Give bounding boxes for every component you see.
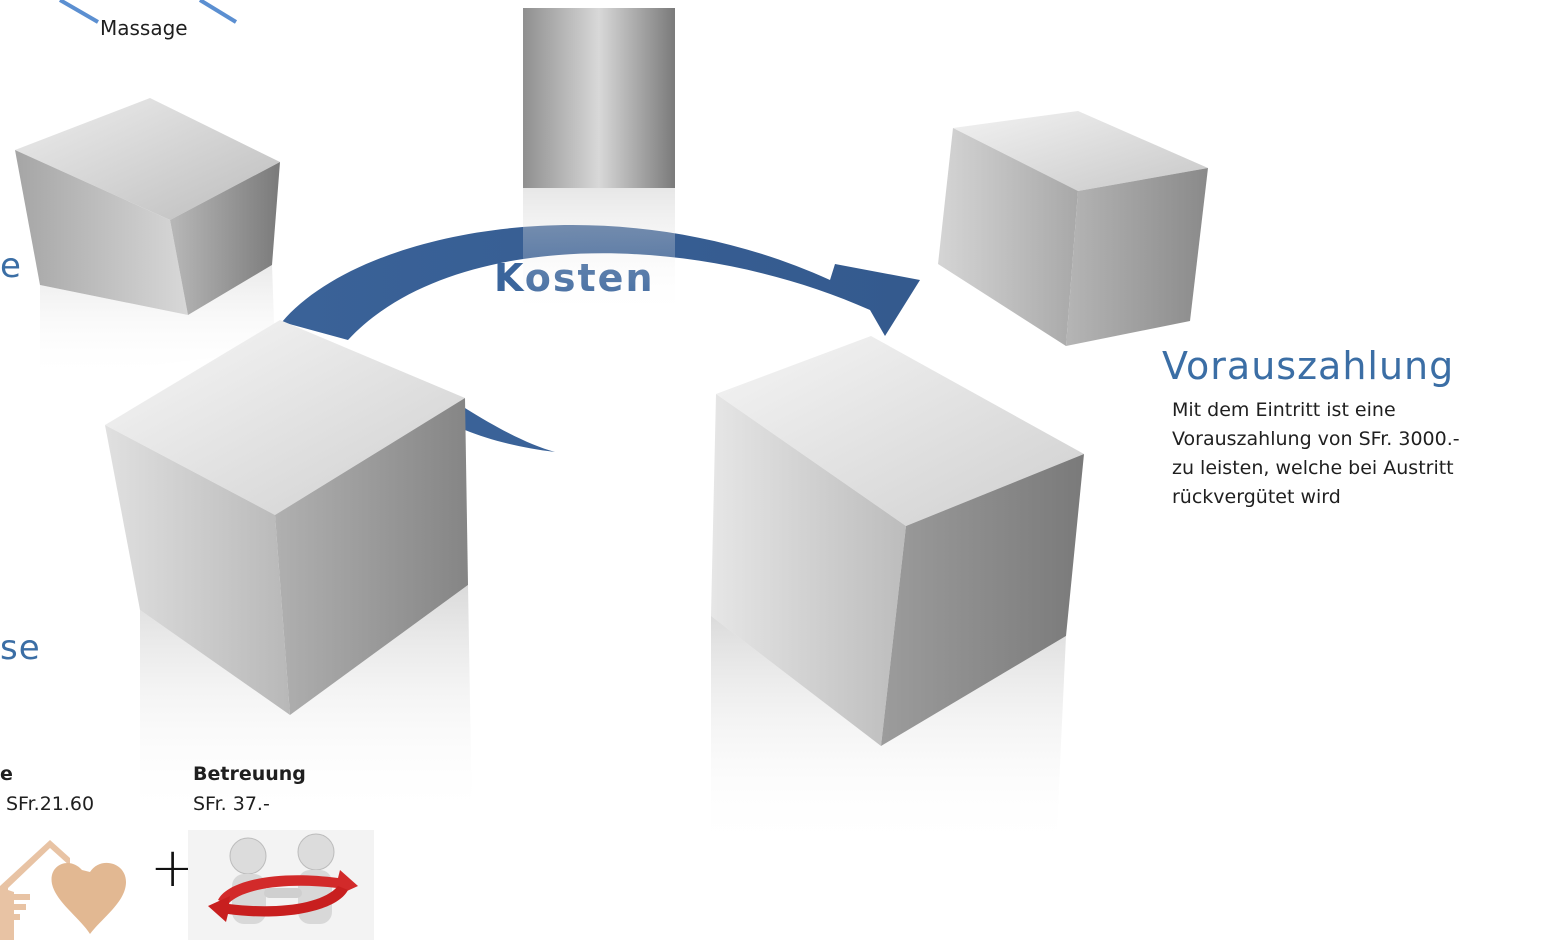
partial-title-top-left: e bbox=[0, 246, 22, 286]
left-item-price: SFr.21.60 bbox=[6, 793, 95, 815]
cube-top-right bbox=[938, 111, 1208, 346]
massage-label: Massage bbox=[100, 16, 188, 40]
cube-top-left bbox=[15, 98, 280, 380]
cube-front-left bbox=[105, 320, 472, 820]
house-heart-icon bbox=[0, 840, 126, 940]
vorauszahlung-text-line-1: Mit dem Eintritt ist eine bbox=[1172, 399, 1396, 421]
betreuung-title: Betreuung bbox=[193, 763, 306, 785]
cube-top-center bbox=[523, 8, 675, 318]
plus-sign: + bbox=[150, 836, 196, 899]
vorauszahlung-text-line-2: Vorauszahlung von SFr. 3000.- bbox=[1172, 428, 1460, 450]
partial-title-bottom-left: se bbox=[0, 628, 41, 668]
vorauszahlung-text-line-4: rückvergütet wird bbox=[1172, 486, 1341, 508]
handshake-people-icon bbox=[188, 830, 374, 940]
top-left-outline-shape bbox=[58, 0, 238, 24]
cube-front-right bbox=[711, 336, 1084, 851]
vorauszahlung-title: Vorauszahlung bbox=[1162, 344, 1455, 388]
left-item-title: e bbox=[0, 763, 13, 785]
betreuung-price: SFr. 37.- bbox=[193, 793, 270, 815]
kosten-curved-arrow bbox=[282, 225, 920, 452]
vorauszahlung-text-line-3: zu leisten, welche bei Austritt bbox=[1172, 457, 1454, 479]
